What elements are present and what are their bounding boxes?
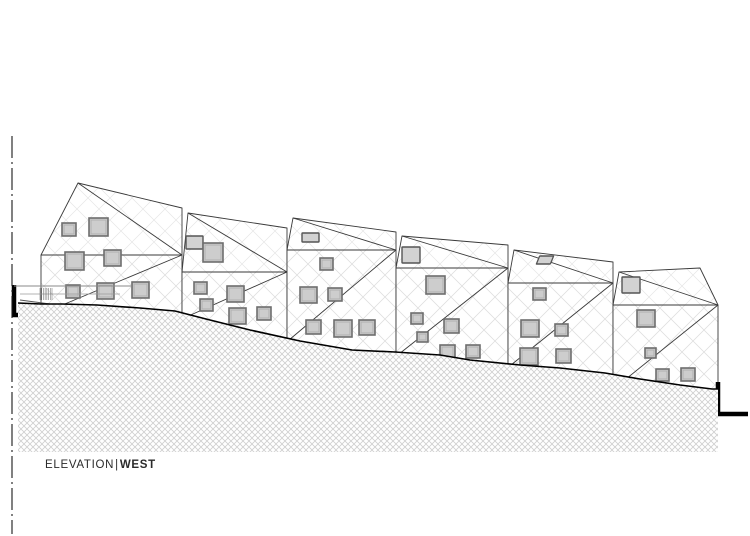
window-glazing: [258, 308, 270, 319]
window-glazing: [556, 325, 567, 335]
window-glazing: [646, 349, 655, 357]
window-glazing: [412, 314, 422, 323]
roof-plane: [40, 182, 183, 256]
window-glazing: [360, 321, 374, 334]
window-glazing: [657, 370, 668, 380]
window-glazing: [321, 259, 332, 269]
skylight: [621, 276, 641, 294]
window-glazing: [467, 346, 479, 357]
terrain-group: [17, 302, 718, 452]
caption-orientation: WEST: [119, 459, 156, 471]
caption-title: ELEVATION: [45, 459, 115, 471]
buildings-layer: [40, 182, 719, 408]
window-glazing: [301, 288, 316, 302]
window-glazing: [427, 277, 444, 293]
housing-unit-4: [395, 235, 509, 375]
window-glazing: [521, 349, 537, 364]
window-glazing: [445, 320, 458, 332]
roof-hip-line: [513, 249, 614, 284]
housing-unit-5: [507, 249, 614, 386]
window-glazing: [133, 283, 148, 297]
right-retaining-wall: [715, 382, 748, 417]
window-glazing: [335, 321, 351, 336]
housing-unit-3: [286, 217, 397, 361]
window-glazing: [230, 309, 245, 323]
roof-hip-line: [77, 182, 183, 256]
window-glazing: [195, 283, 206, 293]
drawing-caption: ELEVATION|WEST: [45, 458, 156, 472]
window-glazing: [307, 321, 320, 333]
window-glazing: [329, 289, 341, 300]
window-glazing: [418, 333, 427, 341]
skylight: [301, 232, 320, 243]
roof-hip-line: [401, 235, 509, 269]
window-glazing: [522, 321, 538, 336]
left-terrace-deck: [14, 285, 132, 313]
roof-hip-line: [187, 212, 288, 273]
window-glazing: [90, 219, 107, 235]
skylight: [401, 246, 421, 264]
caption-separator: |: [115, 459, 119, 471]
window-glazing: [66, 253, 83, 269]
window-glazing: [682, 369, 694, 380]
window-glazing: [557, 350, 570, 362]
window-glazing: [63, 224, 75, 235]
facade-diagonal-line: [615, 304, 719, 388]
housing-unit-1: [40, 182, 183, 325]
terrain-profile-line: [17, 302, 718, 390]
window-glazing: [204, 244, 222, 261]
skylight: [535, 255, 555, 265]
roof-hip-line: [292, 217, 397, 251]
window-glazing: [98, 284, 113, 298]
skylight: [185, 235, 204, 250]
window-glazing: [228, 287, 243, 301]
window-glazing: [534, 289, 545, 299]
terrain-hatch-fill: [18, 303, 718, 452]
window-glazing: [638, 311, 654, 326]
window-glazing: [67, 286, 79, 297]
window-glazing: [105, 251, 120, 265]
window-glazing: [201, 300, 212, 310]
